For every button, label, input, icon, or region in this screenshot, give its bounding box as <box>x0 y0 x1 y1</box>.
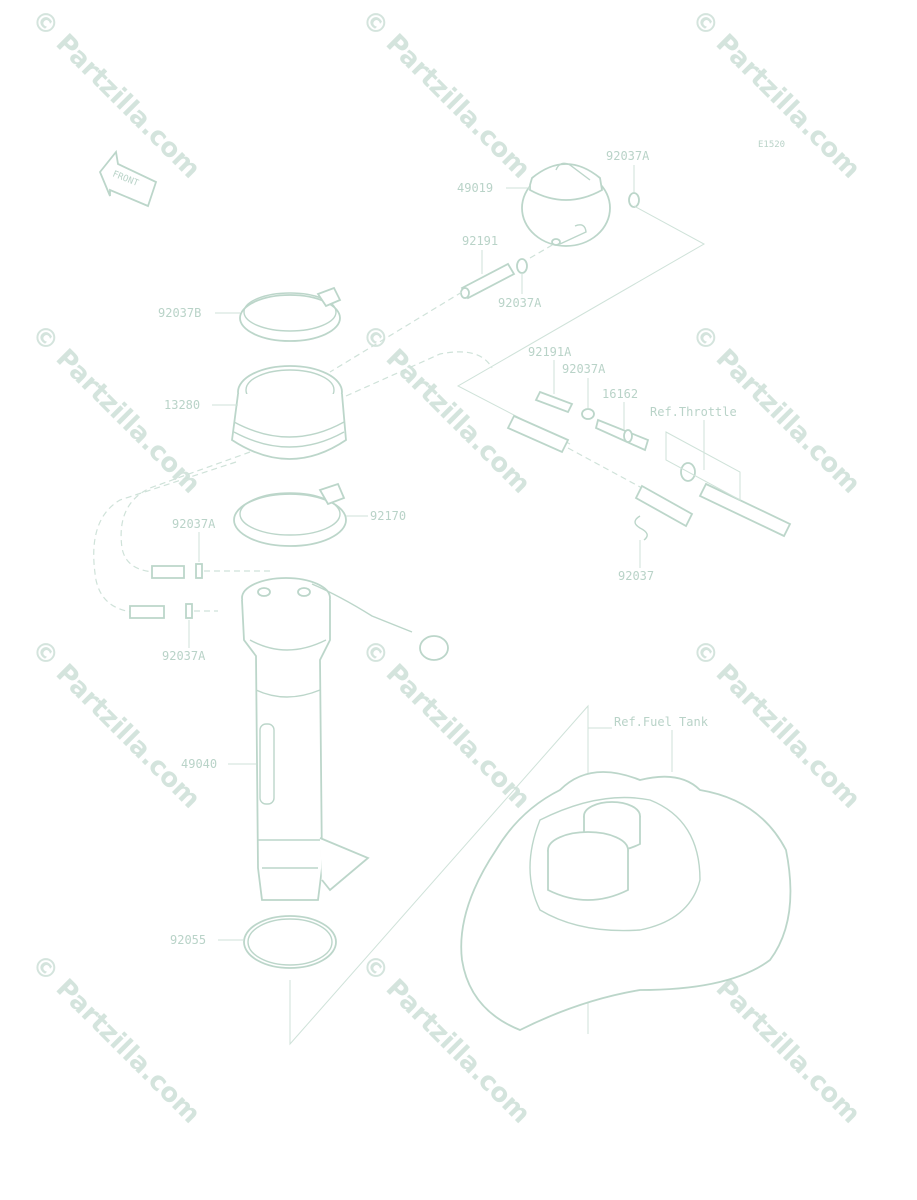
label-ref-fuel-tank: Ref.Fuel Tank <box>614 715 709 729</box>
o-ring-92055 <box>243 915 337 969</box>
label-92037A-left1: 92037A <box>172 517 216 531</box>
clip-92037A <box>516 258 528 274</box>
diagram-code: E1520 <box>758 140 785 150</box>
clip-92037A <box>581 408 595 420</box>
throttle-hose <box>634 462 792 538</box>
hose-92191 <box>460 262 516 300</box>
label-92037A-top: 92037A <box>606 149 650 163</box>
label-92037B: 92037B <box>158 306 201 320</box>
label-13280: 13280 <box>164 398 200 412</box>
label-92191A: 92191A <box>528 345 572 359</box>
label-16162: 16162 <box>602 387 638 401</box>
watermark: © Partzilla.com <box>355 634 536 815</box>
label-49019: 49019 <box>457 181 493 195</box>
label-92191: 92191 <box>462 234 498 248</box>
fuel-tank-ref <box>460 771 792 1031</box>
watermark: © Partzilla.com <box>685 634 866 815</box>
band-92170 <box>233 482 347 547</box>
clip-92037 <box>634 515 648 541</box>
front-arrow-icon: FRONT <box>98 149 158 208</box>
hose-segment <box>151 565 185 579</box>
label-ref-throttle: Ref.Throttle <box>650 405 737 419</box>
label-92037A-left2: 92037A <box>162 649 206 663</box>
label-49040: 49040 <box>181 757 217 771</box>
adapter-13280 <box>231 365 347 460</box>
fitting-16162 <box>594 418 650 452</box>
label-92037A-right: 92037A <box>562 362 606 376</box>
hose-segment <box>506 414 570 454</box>
fuel-pump-49040 <box>241 577 449 901</box>
label-92055: 92055 <box>170 933 206 947</box>
watermark: © Partzilla.com <box>25 949 206 1130</box>
hose-92191A <box>534 390 574 414</box>
clip-92037A <box>195 563 203 579</box>
label-92037: 92037 <box>618 569 654 583</box>
watermark: © Partzilla.com <box>355 4 536 185</box>
hose-segment <box>129 605 165 619</box>
label-92037A-mid: 92037A <box>498 296 542 310</box>
fuel-filter-49019 <box>521 162 611 247</box>
watermark: © Partzilla.com <box>355 319 536 500</box>
clip-92037A <box>628 192 640 208</box>
band-92037B <box>239 286 342 342</box>
watermark: © Partzilla.com <box>685 4 866 185</box>
clip-92037A <box>185 603 193 619</box>
label-92170: 92170 <box>370 509 406 523</box>
